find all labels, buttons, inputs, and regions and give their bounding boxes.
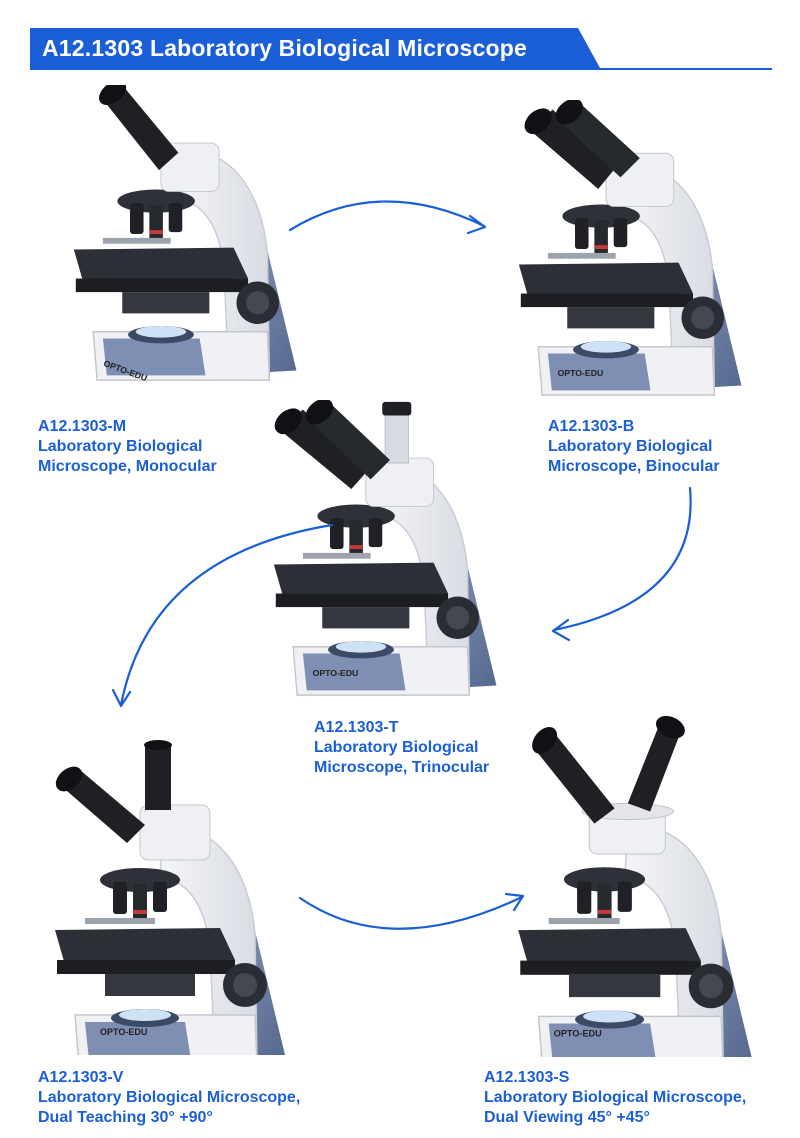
product-code: A12.1303-T	[314, 719, 399, 736]
product-caption-dual-teaching: A12.1303-V Laboratory Biological Microsc…	[38, 1068, 300, 1128]
product-code: A12.1303-V	[38, 1069, 124, 1086]
product-code: A12.1303-S	[484, 1069, 570, 1086]
product-description-line1: Laboratory Biological	[548, 438, 713, 455]
product-description-line1: Laboratory Biological	[38, 438, 203, 455]
product-description-line2: Dual Viewing 45° +45°	[484, 1109, 650, 1126]
brand-logo: OPTO-EDU	[558, 368, 604, 378]
microscope-monocular-image: OPTO-EDU	[60, 85, 320, 383]
arrow-t-to-v	[111, 523, 334, 708]
arrow-b-to-t	[551, 486, 692, 642]
product-caption-trinocular: A12.1303-T Laboratory Biological Microsc…	[314, 718, 489, 778]
product-description-line2: Dual Teaching 30° +90°	[38, 1109, 213, 1126]
product-code: A12.1303-B	[548, 418, 635, 435]
product-description-line2: Microscope, Trinocular	[314, 759, 490, 776]
product-caption-dual-viewing: A12.1303-S Laboratory Biological Microsc…	[484, 1068, 746, 1128]
product-caption-monocular: A12.1303-M Laboratory Biological Microsc…	[38, 417, 217, 477]
header-divider	[30, 68, 772, 70]
arrow-m-to-b	[288, 200, 487, 235]
product-caption-binocular: A12.1303-B Laboratory Biological Microsc…	[548, 417, 720, 477]
product-description-line2: Microscope, Binocular	[548, 458, 720, 475]
microscope-dual-teaching-image: OPTO-EDU	[40, 740, 310, 1055]
product-code: A12.1303-M	[38, 418, 127, 435]
header-banner	[30, 28, 600, 68]
microscope-dual-viewing-image: OPTO-EDU	[505, 715, 775, 1057]
product-description-line1: Laboratory Biological Microscope,	[38, 1089, 301, 1106]
page-title: A12.1303 Laboratory Biological Microscop…	[42, 35, 527, 61]
brand-logo: OPTO-EDU	[100, 1027, 147, 1037]
product-description-line1: Laboratory Biological Microscope,	[484, 1089, 747, 1106]
product-description-line2: Microscope, Monocular	[38, 458, 217, 475]
microscope-trinocular-image: OPTO-EDU	[240, 400, 540, 700]
product-description-line1: Laboratory Biological	[314, 739, 479, 756]
microscope-binocular-image: OPTO-EDU	[500, 100, 770, 400]
brand-logo: OPTO-EDU	[313, 668, 359, 678]
arrow-v-to-s	[298, 892, 525, 930]
brand-logo: OPTO-EDU	[554, 1029, 602, 1039]
